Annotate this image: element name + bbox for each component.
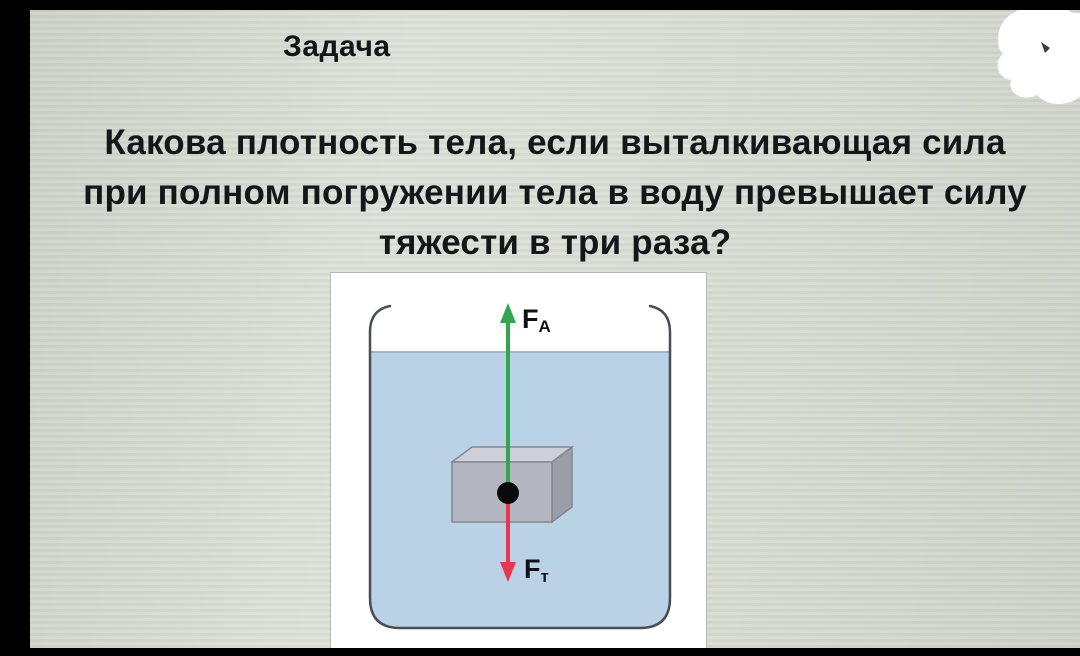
buoyant-arrowhead-icon	[500, 303, 516, 323]
question-line: при полном погружении тела в воду превыш…	[83, 173, 1027, 212]
question-line: Какова плотность тела, если выталкивающа…	[104, 123, 1006, 162]
buoyant-force-label: FA	[522, 304, 551, 336]
diagram-svg: FA Fт	[330, 272, 707, 656]
bottom-black-bar	[0, 648, 1080, 656]
gravity-arrowhead-icon	[500, 562, 516, 582]
top-black-bar	[0, 0, 1080, 10]
beaker-outline	[368, 304, 672, 630]
gravity-force-label: Fт	[524, 554, 549, 586]
physics-diagram: FA Fт	[330, 272, 707, 656]
blob-mark	[1041, 42, 1050, 53]
page-title: Задача	[283, 30, 391, 63]
center-of-mass-dot	[497, 482, 519, 504]
question-line: тяжести в три раза?	[378, 223, 732, 262]
white-blob	[997, 5, 1080, 104]
left-black-bar	[0, 0, 30, 656]
question-text: Какова плотность тела, если выталкивающа…	[30, 118, 1080, 268]
blob-shape	[997, 5, 1080, 104]
